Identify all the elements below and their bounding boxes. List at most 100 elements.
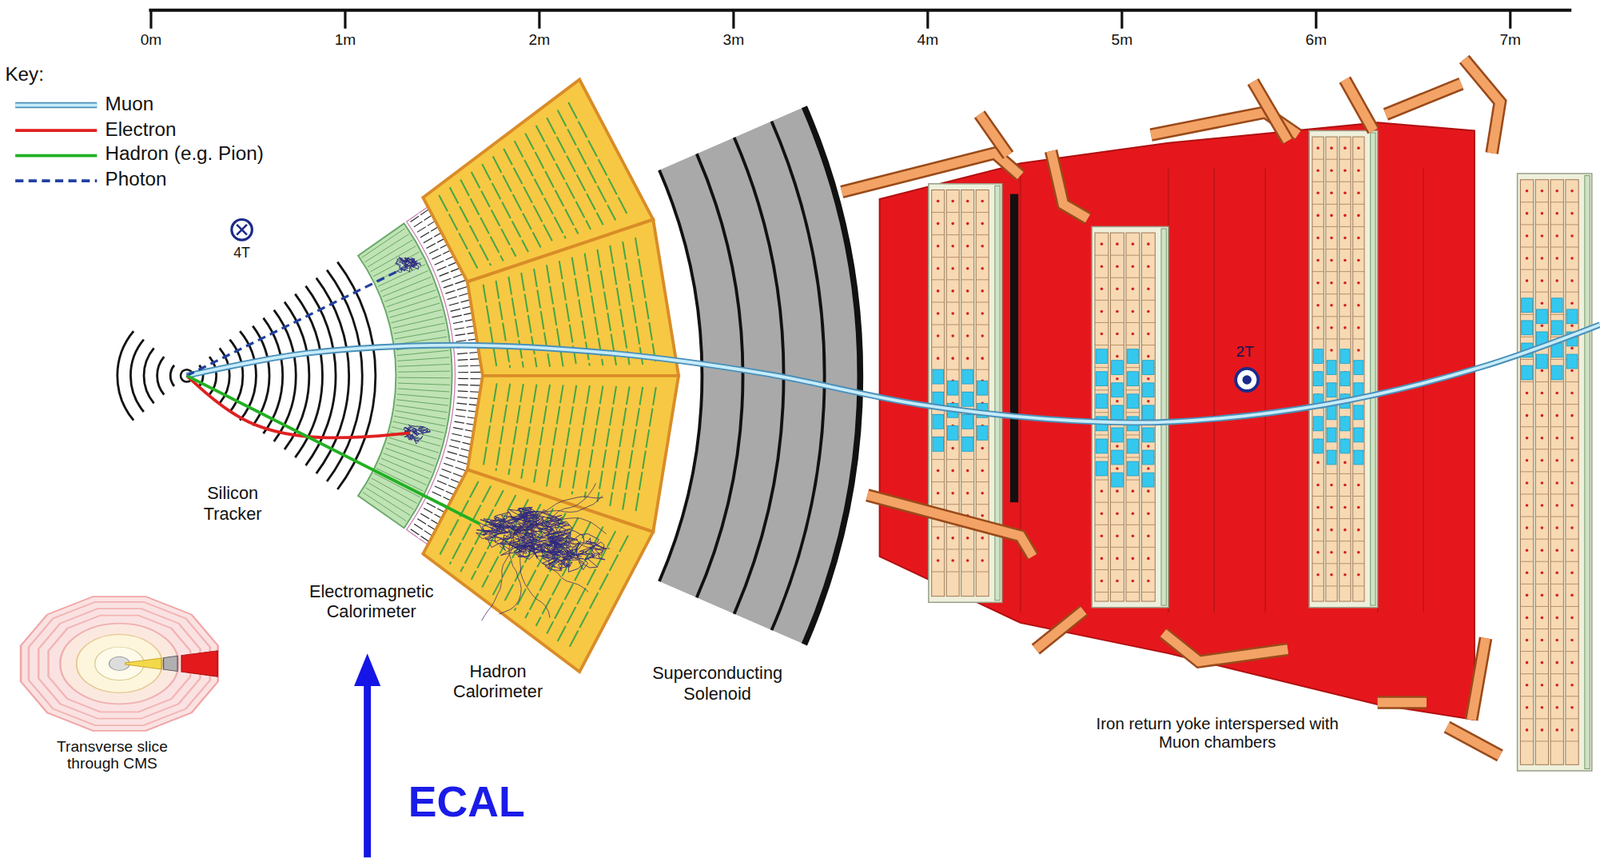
chamber-wire [936, 311, 940, 315]
yoke-strut [867, 494, 1033, 557]
chamber-divider [1520, 717, 1533, 719]
yoke-strut [1446, 726, 1500, 756]
chamber-hit [1566, 354, 1578, 369]
chamber-wire [1115, 489, 1119, 493]
chamber-divider [1535, 381, 1549, 383]
chamber-divider [1325, 226, 1338, 227]
chamber-divider [1520, 672, 1533, 674]
chamber-divider [931, 256, 945, 258]
chamber-hit [1326, 360, 1337, 375]
chamber-wire [980, 289, 984, 293]
chamber-divider [1565, 695, 1579, 697]
chamber-divider [1550, 740, 1564, 741]
chamber-divider [931, 278, 945, 280]
chamber-divider [1312, 517, 1324, 519]
chamber-wire [1540, 278, 1545, 283]
chamber-wire [1146, 264, 1151, 268]
chamber-divider [975, 481, 989, 482]
chamber-wire [1115, 332, 1119, 336]
scale-tick [926, 10, 929, 29]
chamber-divider [1520, 650, 1533, 652]
chamber-wire [936, 244, 940, 248]
chamber-divider [1110, 524, 1124, 526]
chamber-divider [1312, 315, 1324, 317]
chamber-divider [1325, 562, 1338, 564]
chamber-hit [932, 436, 944, 451]
hcal-layer [521, 272, 537, 367]
chamber-wire [1540, 683, 1545, 687]
label-slot: 7m [1499, 30, 1521, 48]
chamber-hit [1095, 371, 1107, 387]
part-label: Superconducting Solenoid [635, 663, 799, 704]
chamber-hit [1521, 298, 1533, 313]
scale-label: 4m [917, 30, 940, 48]
scale-label: 0m [140, 30, 163, 48]
ecal-crystal [398, 363, 450, 367]
chamber-wire [1115, 444, 1119, 448]
chamber-wire [1316, 281, 1320, 285]
chamber-divider [1520, 358, 1533, 360]
ecal-crystal [386, 290, 437, 307]
chamber-wire [1525, 728, 1529, 732]
chamber-hit [947, 425, 958, 440]
ecal-crystal [392, 316, 443, 329]
chamber-wire [1555, 278, 1559, 283]
chamber-wire [966, 244, 970, 248]
chamber-divider [1126, 254, 1140, 256]
chamber-wire [1357, 348, 1361, 352]
chamber-divider [1565, 650, 1579, 652]
chamber-wire [1316, 573, 1320, 577]
chamber-divider [1353, 181, 1365, 183]
chamber-wire [1146, 511, 1151, 515]
yoke-strut-outline [1446, 726, 1500, 756]
chamber-wire [1570, 346, 1574, 351]
chamber-divider [1126, 277, 1140, 279]
chamber-divider [1550, 695, 1564, 697]
chamber-divider [1565, 717, 1579, 719]
chamber-hit [1326, 405, 1337, 420]
chamber-wire [1540, 458, 1545, 462]
chamber-wire [1115, 377, 1119, 381]
chamber-wire [1115, 310, 1119, 314]
chamber-divider [1325, 540, 1338, 542]
chamber-wire [1343, 191, 1347, 196]
chamber-wire [1131, 287, 1135, 291]
chamber-wire [966, 469, 970, 473]
chamber-divider [1520, 740, 1533, 741]
hcal-layer [546, 117, 603, 225]
hcal-layer [546, 384, 564, 486]
chamber-divider [931, 346, 945, 348]
hcal-layer [533, 384, 550, 483]
chamber-wire [1329, 191, 1334, 196]
chamber-divider [1550, 381, 1564, 383]
chamber-divider [1094, 433, 1109, 435]
yoke-plate-edge [1422, 168, 1424, 613]
chamber-divider [1520, 381, 1533, 383]
chamber-divider [1353, 159, 1365, 160]
chamber-wire [1570, 436, 1574, 440]
chamber-divider [1565, 628, 1579, 629]
chamber-wire [1570, 234, 1574, 238]
chamber-divider [1520, 403, 1533, 405]
chamber-hit [962, 413, 973, 429]
chamber-hit [1126, 438, 1139, 454]
chamber-divider [1339, 517, 1351, 519]
ecal-crystal [394, 322, 446, 334]
chamber-divider [1110, 344, 1124, 346]
chamber-divider [975, 369, 989, 371]
chamber-divider [1550, 561, 1564, 562]
station-strip [995, 185, 1000, 600]
legend-text: Electron [105, 118, 177, 142]
chamber-wire [1146, 332, 1151, 336]
field-out-of-page-symbol [1235, 368, 1258, 391]
chamber-divider [1126, 457, 1140, 458]
chamber-wire [951, 558, 955, 562]
chamber-divider [961, 503, 975, 505]
chamber-wire [1343, 505, 1347, 510]
hcal-layer [536, 125, 591, 230]
chamber-divider [1110, 254, 1124, 256]
chamber-wire [1540, 616, 1545, 620]
chamber-wire [1540, 413, 1545, 418]
legend-sample-outline [15, 102, 97, 109]
chamber-divider [1565, 470, 1579, 472]
